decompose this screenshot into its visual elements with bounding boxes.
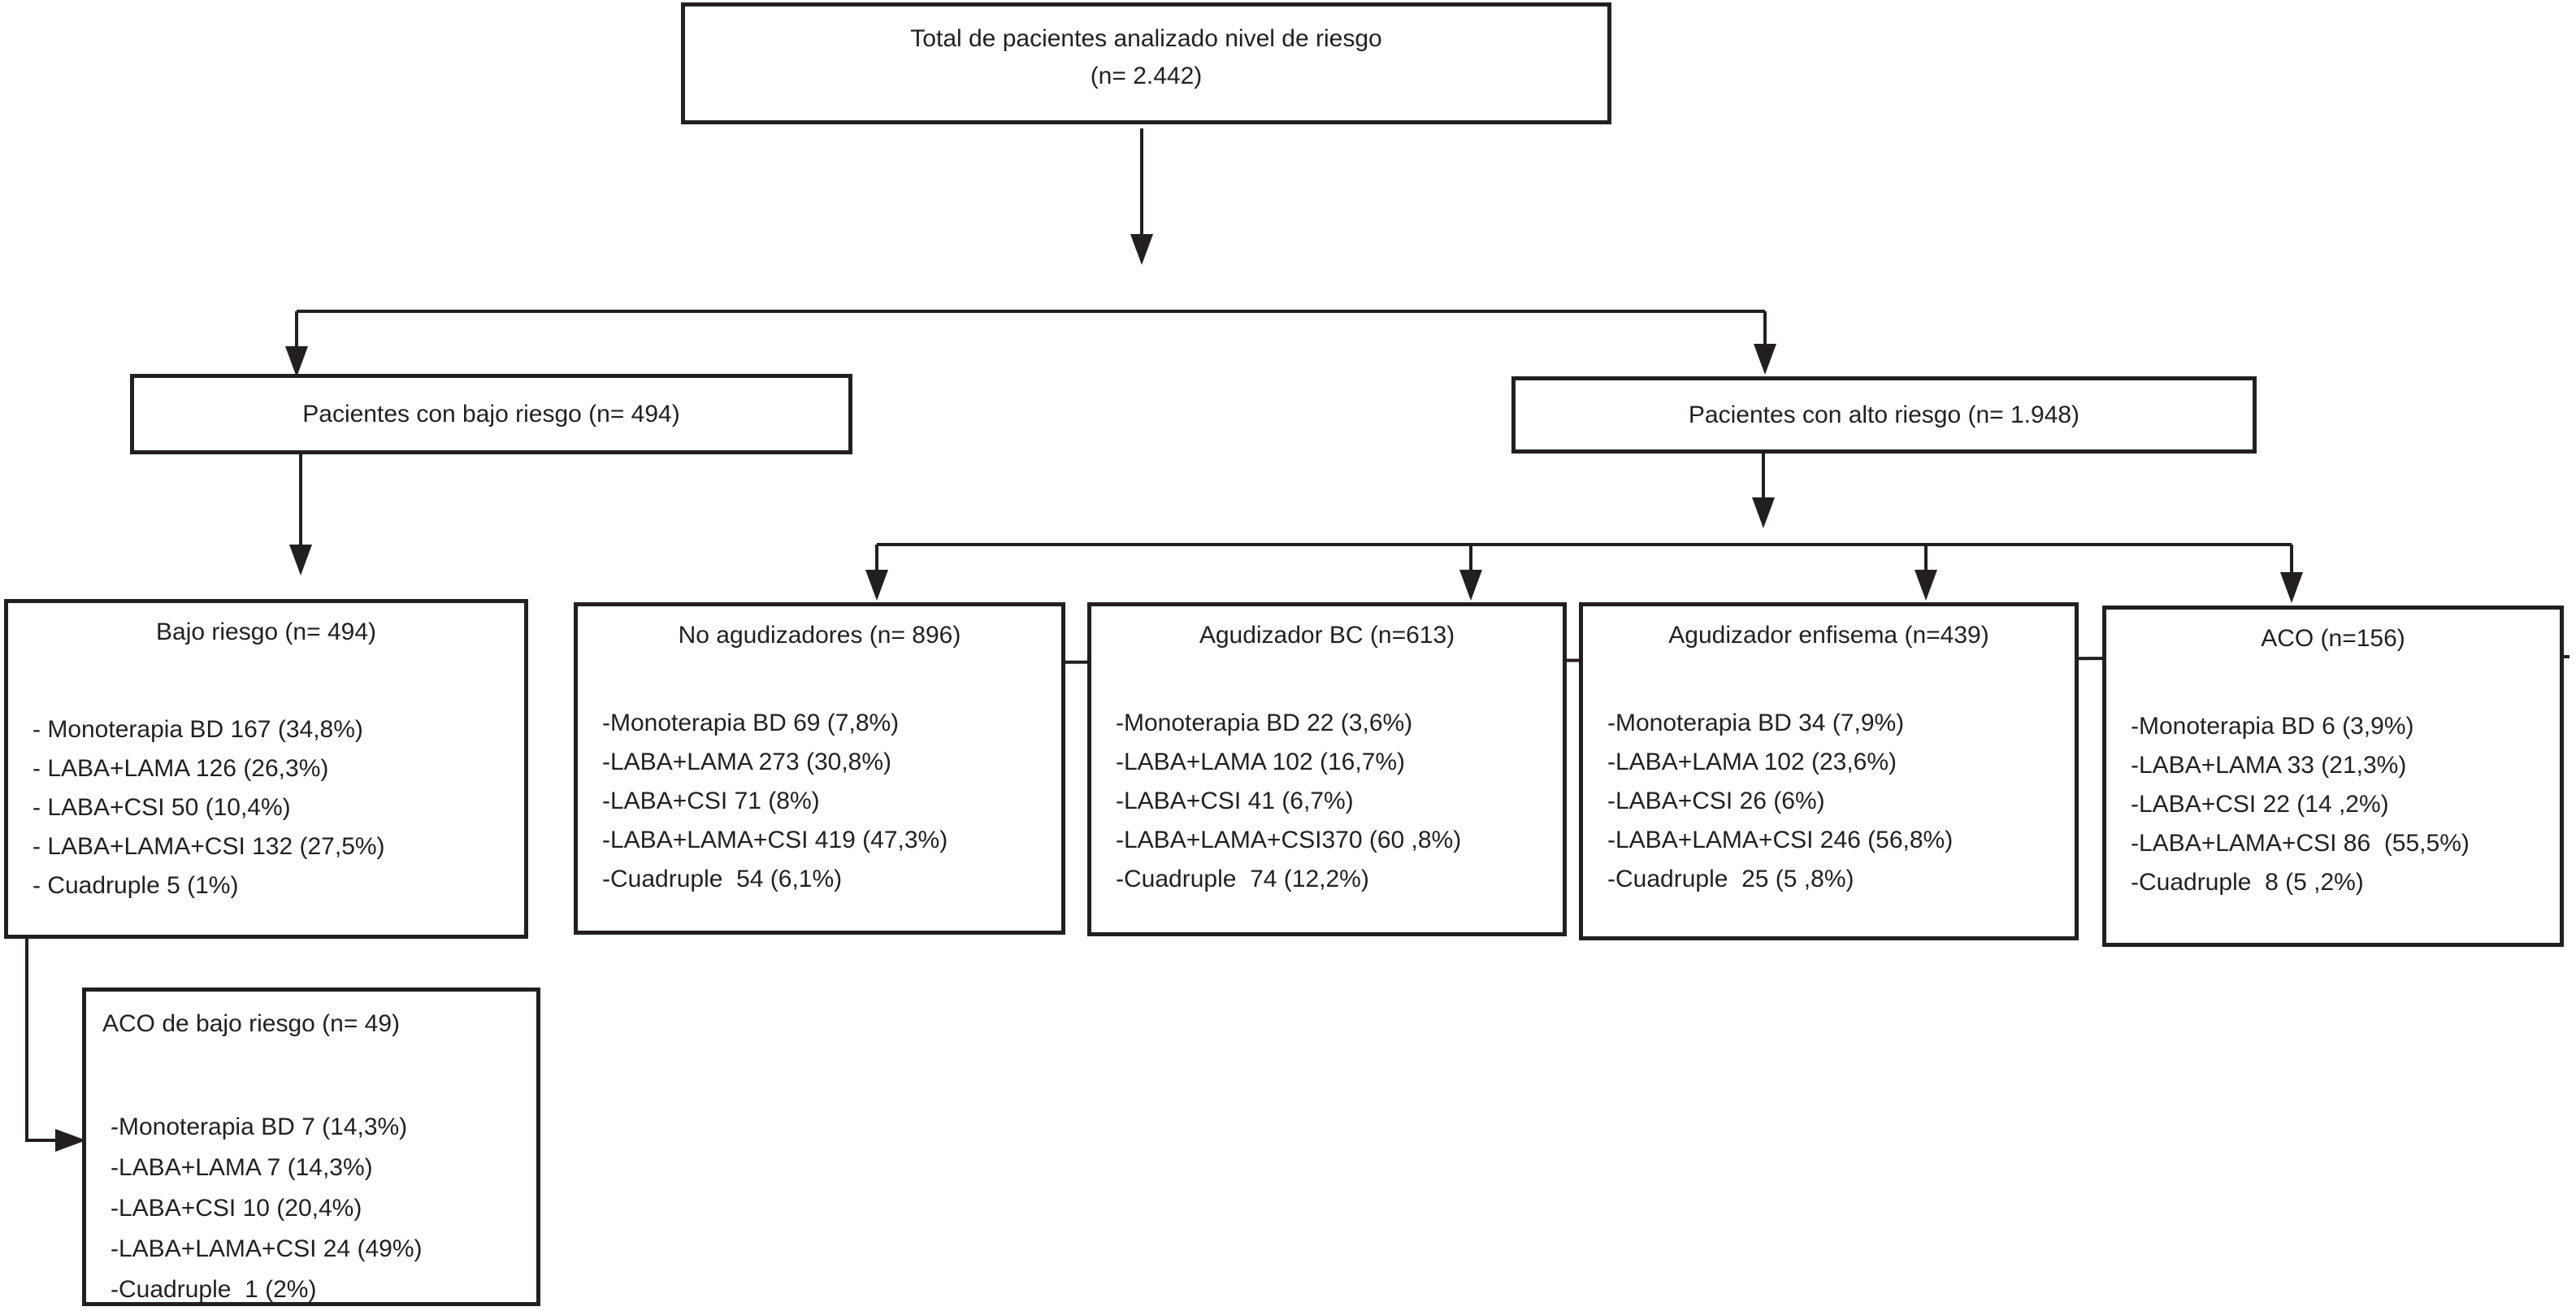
node-pacientes-alto-riesgo: Pacientes con alto riesgo (n= 1.948) bbox=[1511, 376, 2257, 454]
node-agudizador-enfisema: Agudizador enfisema (n=439) -Monoterapia… bbox=[1579, 602, 2079, 940]
treatment-item: -Monoterapia BD 34 (7,9%) bbox=[1607, 710, 1905, 736]
node-aco-bajo-riesgo-header: ACO de bajo riesgo (n= 49) bbox=[102, 1010, 401, 1037]
node-pacientes-alto-riesgo-label: Pacientes con alto riesgo (n= 1.948) bbox=[1688, 401, 2080, 428]
node-total-title: Total de pacientes analizado nivel de ri… bbox=[910, 20, 1381, 95]
treatment-item: -LABA+LAMA 273 (30,8%) bbox=[602, 749, 892, 775]
node-aco: ACO (n=156) -Monoterapia BD 6 (3,9%) -LA… bbox=[2102, 606, 2564, 947]
arrow-to-aco-bajo-riesgo bbox=[25, 939, 86, 1152]
node-no-agudizadores-list: -Monoterapia BD 69 (7,8%) -LABA+LAMA 273… bbox=[578, 668, 1061, 931]
treatment-item: -Cuadruple 1 (2%) bbox=[111, 1276, 317, 1303]
treatment-item: - Monoterapia BD 167 (34,8%) bbox=[33, 716, 363, 743]
node-pacientes-bajo-riesgo-label: Pacientes con bajo riesgo (n= 494) bbox=[302, 400, 680, 428]
node-agudizador-enfisema-header: Agudizador enfisema (n=439) bbox=[1668, 622, 1989, 649]
treatment-item: -Monoterapia BD 22 (3,6%) bbox=[1116, 710, 1413, 736]
arrow-to-alto-l2 bbox=[1754, 311, 1776, 375]
total-title-line: Total de pacientes analizado nivel de ri… bbox=[910, 25, 1382, 52]
arrow-to-agudizador-bc bbox=[1459, 545, 1482, 601]
treatment-item: - LABA+LAMA 126 (26,3%) bbox=[33, 755, 329, 782]
treatment-item: -Cuadruple 25 (5 ,8%) bbox=[1607, 866, 1854, 892]
arrow-alto-to-distributor bbox=[1752, 454, 1775, 528]
treatment-item: -LABA+LAMA+CSI 24 (49%) bbox=[111, 1235, 423, 1262]
arrow-to-agudizador-enfisema bbox=[1915, 545, 1937, 601]
treatment-item: -LABA+LAMA+CSI370 (60 ,8%) bbox=[1116, 827, 1462, 853]
treatment-item: - LABA+CSI 50 (10,4%) bbox=[33, 794, 291, 821]
node-agudizador-bc: Agudizador BC (n=613) -Monoterapia BD 22… bbox=[1087, 602, 1567, 936]
treatment-item: -LABA+CSI 10 (20,4%) bbox=[111, 1195, 362, 1222]
treatment-item: -LABA+CSI 71 (8%) bbox=[602, 788, 820, 814]
treatment-item: -LABA+LAMA 33 (21,3%) bbox=[2131, 752, 2407, 779]
arrow-to-no-agudizadores bbox=[865, 545, 888, 601]
treatment-item: -Cuadruple 74 (12,2%) bbox=[1116, 866, 1369, 892]
node-aco-list: -Monoterapia BD 6 (3,9%) -LABA+LAMA 33 (… bbox=[2106, 671, 2560, 943]
treatment-item: -Monoterapia BD 6 (3,9%) bbox=[2131, 713, 2414, 740]
treatment-item: -Monoterapia BD 7 (14,3%) bbox=[111, 1113, 408, 1140]
arrow-to-aco bbox=[2280, 545, 2303, 603]
treatment-item: - Cuadruple 5 (1%) bbox=[33, 872, 239, 899]
arrow-total-down bbox=[1130, 128, 1153, 265]
treatment-item: -LABA+LAMA 102 (23,6%) bbox=[1607, 749, 1897, 775]
node-agudizador-bc-header: Agudizador BC (n=613) bbox=[1199, 622, 1455, 649]
treatment-item: -Cuadruple 8 (5 ,2%) bbox=[2131, 869, 2364, 896]
treatment-item: -LABA+LAMA 7 (14,3%) bbox=[111, 1154, 373, 1181]
treatment-item: -LABA+CSI 26 (6%) bbox=[1607, 788, 1825, 814]
treatment-item: -LABA+LAMA+CSI 246 (56,8%) bbox=[1607, 827, 1954, 853]
node-total-pacientes: Total de pacientes analizado nivel de ri… bbox=[681, 2, 1611, 124]
treatment-item: -LABA+CSI 22 (14 ,2%) bbox=[2131, 791, 2389, 818]
node-no-agudizadores-header: No agudizadores (n= 896) bbox=[678, 622, 961, 649]
total-n-line: (n= 2.442) bbox=[1090, 63, 1203, 89]
arrow-to-bajo-l2 bbox=[285, 311, 308, 377]
treatment-item: -Cuadruple 54 (6,1%) bbox=[602, 866, 843, 892]
arrow-bajo-to-bajo-riesgo bbox=[289, 454, 312, 575]
node-agudizador-bc-list: -Monoterapia BD 22 (3,6%) -LABA+LAMA 102… bbox=[1091, 668, 1563, 932]
treatment-item: -LABA+LAMA 102 (16,7%) bbox=[1116, 749, 1406, 775]
node-pacientes-bajo-riesgo: Pacientes con bajo riesgo (n= 494) bbox=[130, 374, 852, 454]
node-bajo-riesgo-detail: Bajo riesgo (n= 494) - Monoterapia BD 16… bbox=[4, 599, 528, 939]
treatment-item: -LABA+LAMA+CSI 419 (47,3%) bbox=[602, 827, 948, 853]
node-aco-bajo-riesgo: ACO de bajo riesgo (n= 49) -Monoterapia … bbox=[82, 988, 540, 1306]
node-aco-bajo-riesgo-list: -Monoterapia BD 7 (14,3%) -LABA+LAMA 7 (… bbox=[86, 1060, 536, 1303]
treatment-item: - LABA+LAMA+CSI 132 (27,5%) bbox=[33, 833, 385, 860]
node-bajo-riesgo-header: Bajo riesgo (n= 494) bbox=[156, 619, 376, 645]
treatment-item: -Monoterapia BD 69 (7,8%) bbox=[602, 710, 900, 736]
node-agudizador-enfisema-list: -Monoterapia BD 34 (7,9%) -LABA+LAMA 102… bbox=[1583, 668, 2075, 936]
node-no-agudizadores: No agudizadores (n= 896) -Monoterapia BD… bbox=[574, 602, 1065, 935]
treatment-item: -LABA+LAMA+CSI 86 (55,5%) bbox=[2131, 830, 2470, 857]
treatment-item: -LABA+CSI 41 (6,7%) bbox=[1116, 788, 1354, 814]
node-aco-header: ACO (n=156) bbox=[2261, 625, 2405, 652]
node-bajo-riesgo-list: - Monoterapia BD 167 (34,8%) - LABA+LAMA… bbox=[8, 665, 524, 935]
